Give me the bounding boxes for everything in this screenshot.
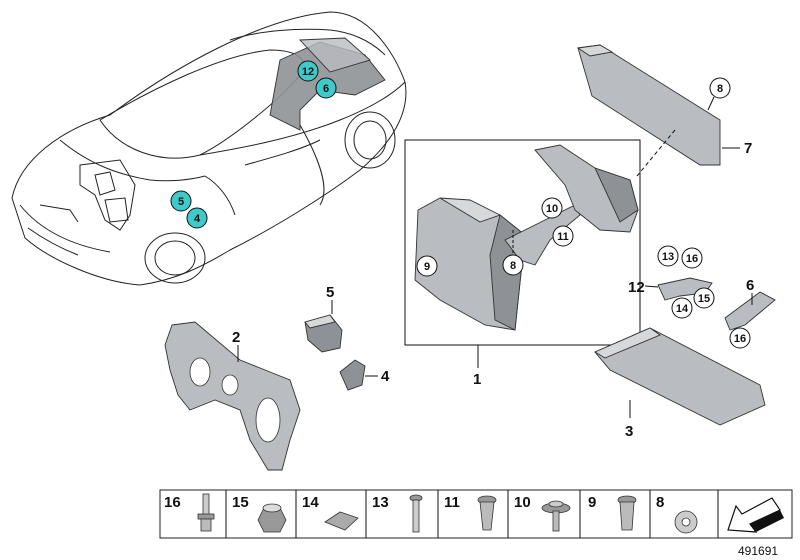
fastener-table: 16 15 14 13 11 10 <box>159 489 793 539</box>
car-engine-bay-parts <box>79 37 386 231</box>
svg-text:16: 16 <box>734 333 746 345</box>
car-marker-6: 6 <box>315 77 337 99</box>
part-6-bracket: 6 <box>724 277 776 331</box>
part-4-bracket: 4 <box>339 359 390 391</box>
stud-bolt-icon <box>197 493 215 532</box>
circled-16-b: 16 <box>729 327 751 349</box>
svg-text:14: 14 <box>676 303 689 315</box>
expanding-rivet-icon <box>477 495 497 531</box>
part-3-underbody-plate: 3 <box>594 327 766 440</box>
fastener-14-label: 14 <box>302 494 319 511</box>
circled-11: 11 <box>552 225 574 247</box>
part-2-frame: 2 <box>164 321 301 471</box>
callout-2: 2 <box>232 329 240 346</box>
hex-nut-icon <box>257 503 287 533</box>
callout-7: 7 <box>744 140 752 157</box>
car-marker-5: 5 <box>170 190 192 212</box>
speed-nut-icon <box>674 510 698 534</box>
callout-1: 1 <box>473 371 481 388</box>
car-marker-12: 12 <box>297 60 319 82</box>
screw-icon <box>409 494 423 533</box>
svg-text:13: 13 <box>662 251 674 263</box>
car-marker-5-label: 5 <box>178 196 184 208</box>
direction-arrow-icon <box>727 497 784 533</box>
svg-text:11: 11 <box>557 231 569 243</box>
fastener-15-label: 15 <box>232 494 249 511</box>
fastener-10-label: 10 <box>514 494 531 511</box>
document-number: 491691 <box>738 544 778 558</box>
car-marker-12-label: 12 <box>302 66 314 78</box>
circled-13: 13 <box>657 245 679 267</box>
circled-10: 10 <box>541 197 563 219</box>
part-12-bracket: 12 <box>628 277 713 301</box>
car-marker-6-label: 6 <box>323 83 329 95</box>
circled-16-a: 16 <box>681 247 703 269</box>
callout-4: 4 <box>381 368 390 385</box>
car-marker-4: 4 <box>186 207 208 229</box>
circled-8-top: 8 <box>707 77 731 111</box>
part-5-block: 5 <box>304 284 343 353</box>
callout-3: 3 <box>625 423 633 440</box>
callout-12: 12 <box>628 279 645 296</box>
fastener-16-label: 16 <box>164 494 181 511</box>
part-7-heat-shield-plate: 7 <box>576 44 752 166</box>
svg-text:16: 16 <box>686 253 698 265</box>
svg-text:9: 9 <box>424 261 430 273</box>
circled-9: 9 <box>416 255 438 277</box>
svg-text:8: 8 <box>717 83 723 95</box>
circled-8-mid: 8 <box>502 230 524 276</box>
clip-nut-icon <box>324 511 359 531</box>
circled-15: 15 <box>693 287 715 309</box>
washer-screw-icon <box>541 500 571 532</box>
callout-6: 6 <box>746 277 754 294</box>
fastener-11-label: 11 <box>444 494 460 511</box>
svg-text:10: 10 <box>546 203 558 215</box>
rivet-icon <box>617 495 637 531</box>
fastener-13-label: 13 <box>372 494 389 511</box>
callout-5: 5 <box>326 284 334 301</box>
car-outline <box>11 11 407 286</box>
fastener-9-label: 9 <box>588 494 596 511</box>
fastener-8-label: 8 <box>656 494 664 511</box>
circled-14: 14 <box>671 297 693 319</box>
svg-text:8: 8 <box>510 260 516 272</box>
part-1-assembly-box: 1 <box>404 129 676 388</box>
car-marker-4-label: 4 <box>194 213 201 225</box>
svg-text:15: 15 <box>698 293 710 305</box>
